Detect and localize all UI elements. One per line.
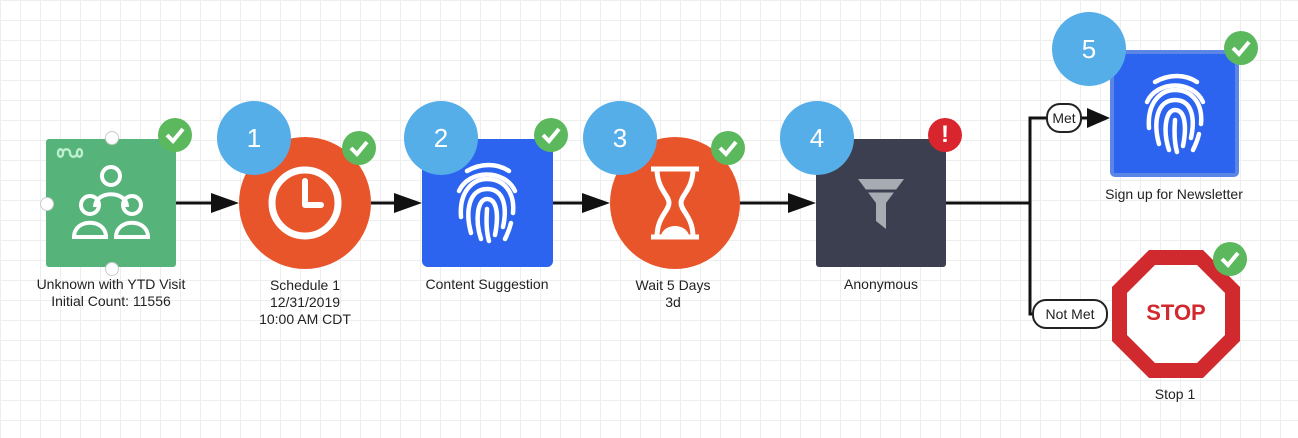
success-check-icon xyxy=(158,118,192,152)
newsletter-node[interactable] xyxy=(1110,50,1239,177)
branch-not-met-label: Not Met xyxy=(1032,299,1108,329)
step-badge-3: 3 xyxy=(583,101,657,175)
arrowhead-3 xyxy=(582,193,610,213)
error-alert-icon: ! xyxy=(928,118,962,152)
step-badge-1: 1 xyxy=(217,101,291,175)
step-badge-4: 4 xyxy=(780,101,854,175)
filter-icon xyxy=(858,179,904,229)
connector-handle[interactable] xyxy=(105,131,119,145)
entry-label-line1: Unknown with YTD Visit xyxy=(36,276,186,292)
stop-sign-text: STOP xyxy=(1146,300,1206,325)
arrowhead-1 xyxy=(211,193,239,213)
filter-label: Anonymous xyxy=(844,276,918,292)
connector-handle[interactable] xyxy=(40,197,54,211)
wait-label: Wait 5 Days 3d xyxy=(636,277,711,311)
newsletter-label: Sign up for Newsletter xyxy=(1105,186,1243,202)
arrowhead-2 xyxy=(394,193,422,213)
schedule-label-line1: Schedule 1 xyxy=(269,277,341,293)
success-check-icon xyxy=(1224,31,1258,65)
entry-node[interactable] xyxy=(46,139,176,267)
connector-handle[interactable] xyxy=(105,262,119,276)
success-check-icon xyxy=(1213,242,1247,276)
entry-label-line2: Initial Count: 11556 xyxy=(51,293,171,309)
hourglass-icon xyxy=(651,166,699,240)
schedule-label: Schedule 1 12/31/2019 10:00 AM CDT xyxy=(259,277,351,328)
step-badge-2: 2 xyxy=(404,101,478,175)
arrowhead-4 xyxy=(788,193,816,213)
clock-icon xyxy=(268,166,342,240)
success-check-icon xyxy=(711,131,745,165)
arrowhead-met xyxy=(1087,108,1110,128)
fingerprint-icon xyxy=(1144,73,1206,155)
success-check-icon xyxy=(342,131,376,165)
wait-label-line2: 3d xyxy=(665,294,681,310)
success-check-icon xyxy=(534,118,568,152)
infinity-icon xyxy=(56,148,84,158)
wait-label-line1: Wait 5 Days xyxy=(635,277,711,293)
entry-label: Unknown with YTD Visit Initial Count: 11… xyxy=(37,276,186,310)
fingerprint-icon xyxy=(456,162,518,244)
schedule-label-line2: 12/31/2019 xyxy=(269,294,341,310)
branch-met-label: Met xyxy=(1046,103,1082,133)
schedule-label-line3: 10:00 AM CDT xyxy=(259,311,351,327)
stop-label: Stop 1 xyxy=(1154,386,1196,402)
people-icon xyxy=(71,165,151,239)
step-badge-5: 5 xyxy=(1052,12,1126,86)
stop-sign-icon xyxy=(1112,250,1240,378)
stop-node[interactable]: STOP xyxy=(1110,248,1242,380)
content-suggestion-label: Content Suggestion xyxy=(425,276,549,292)
